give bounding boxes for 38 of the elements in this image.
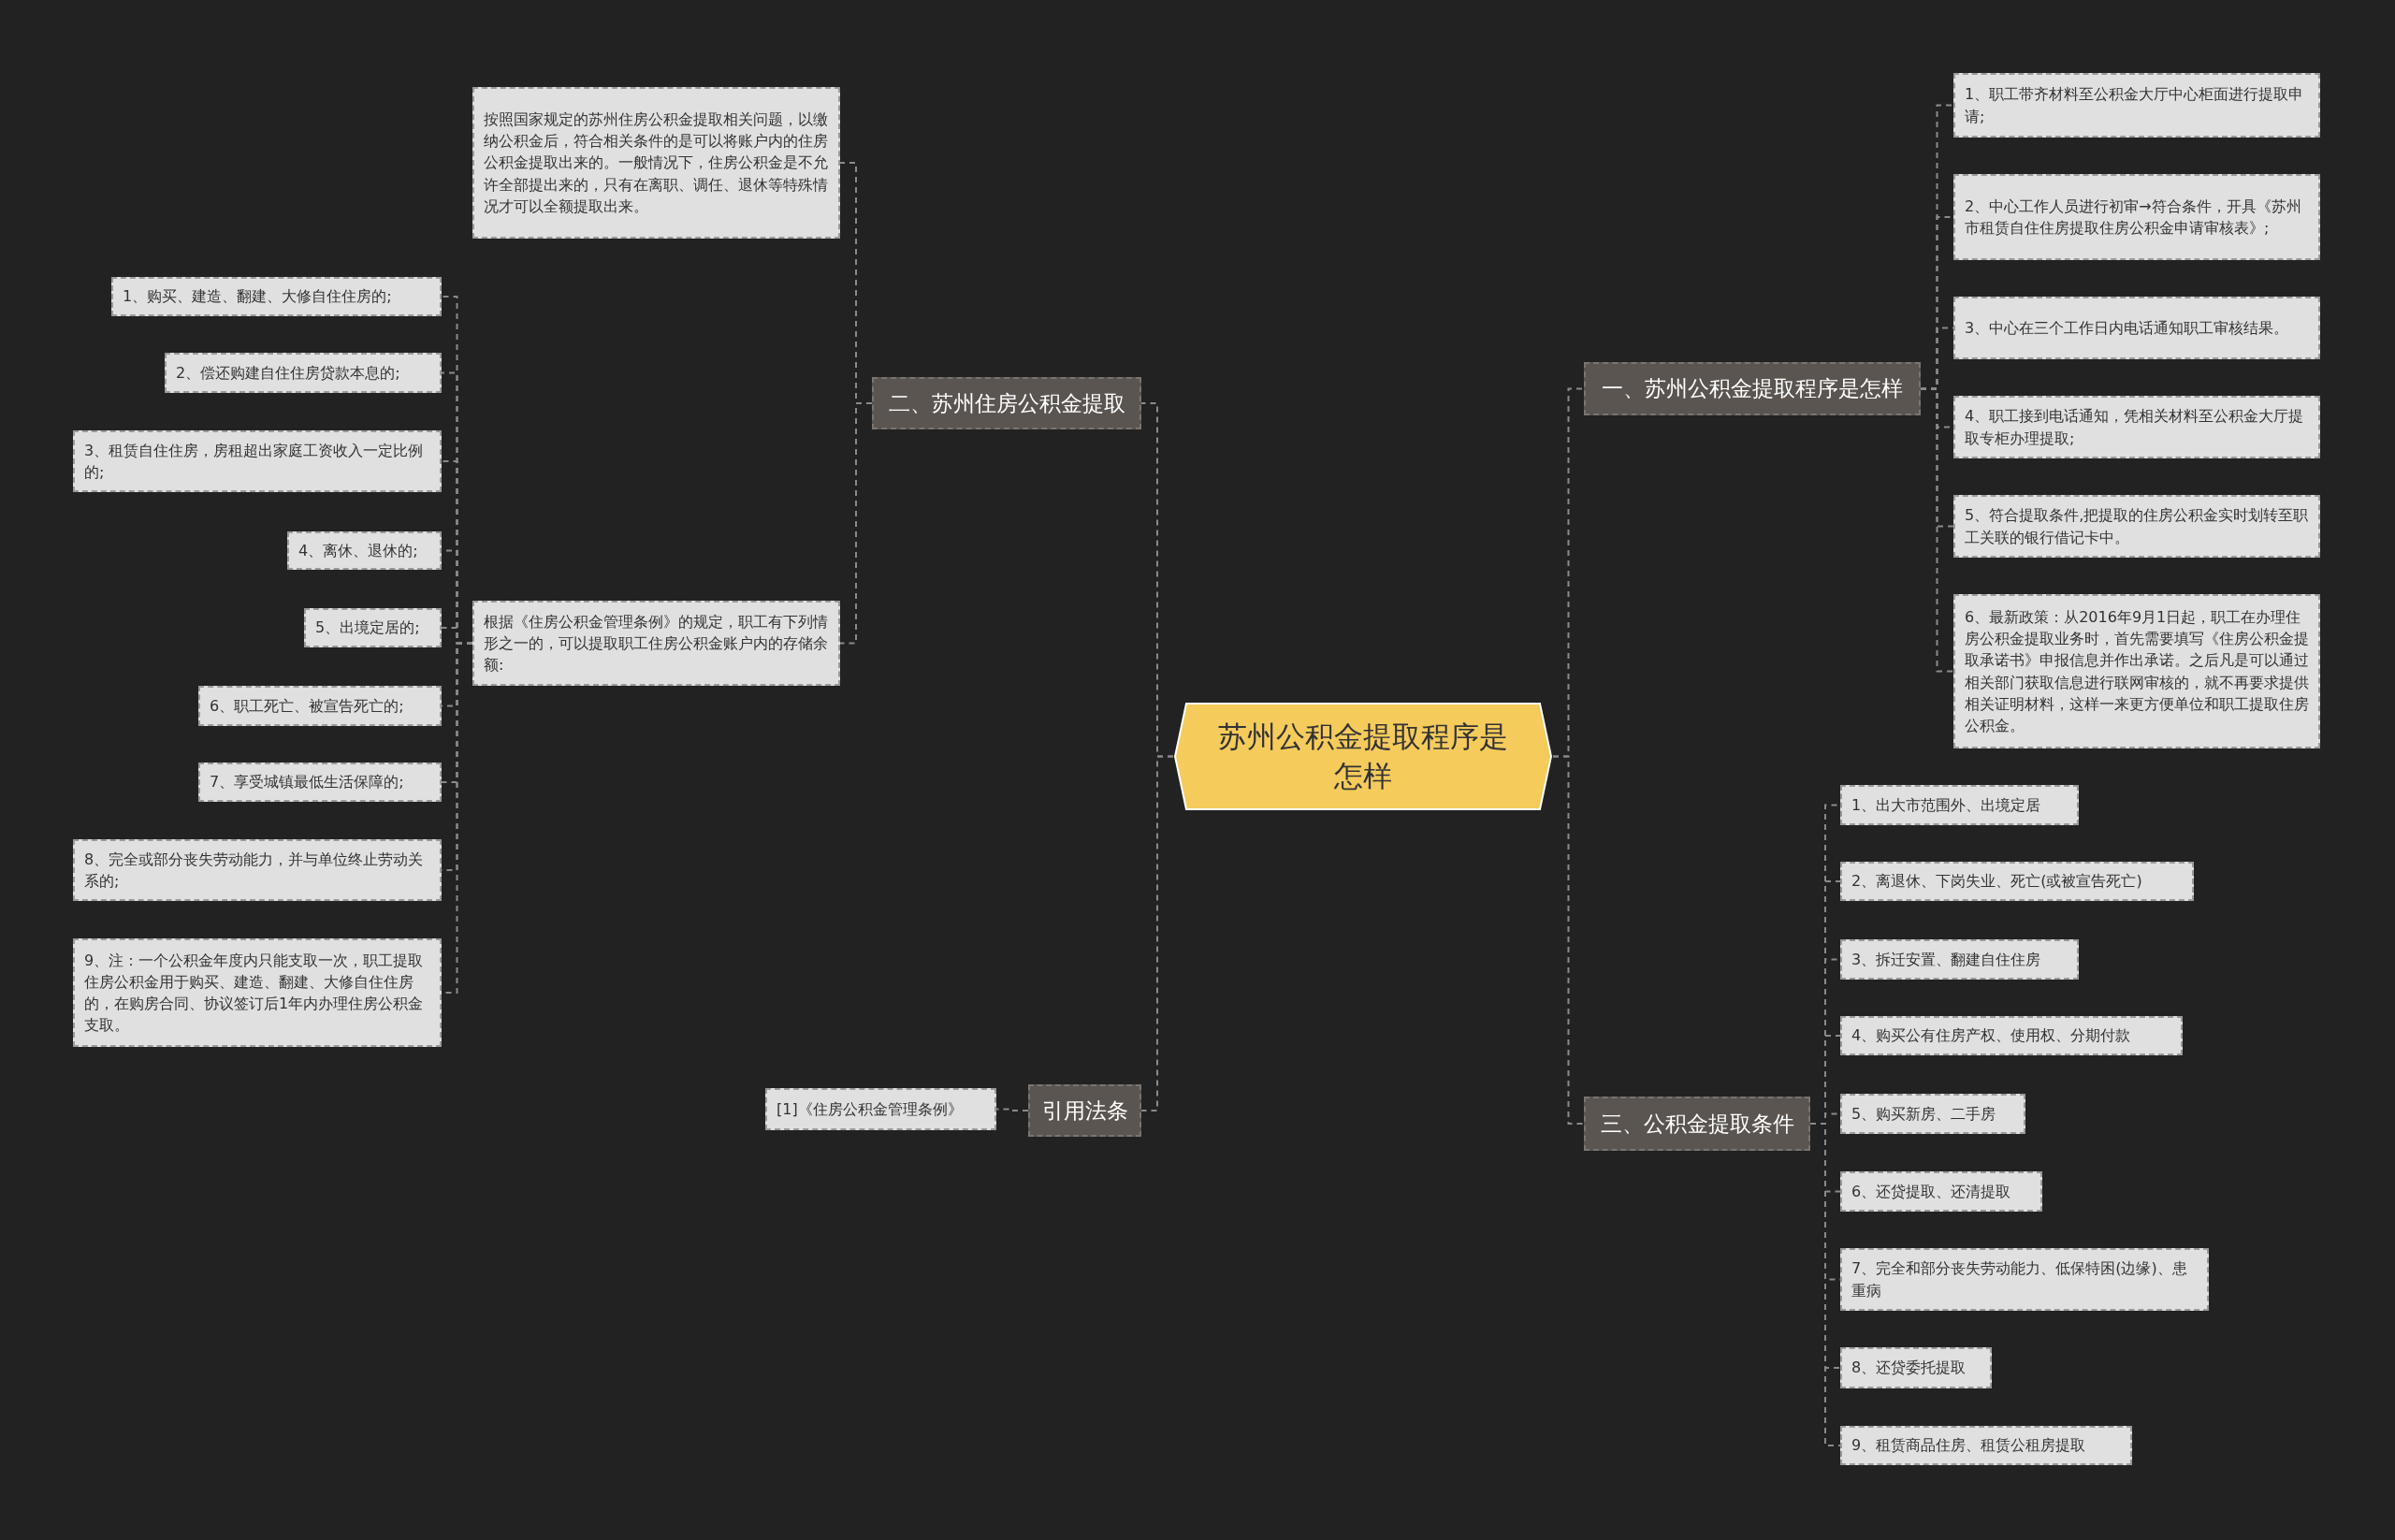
note-box: 8、还贷委托提取 <box>1840 1347 1992 1388</box>
note-box: 根据《住房公积金管理条例》的规定，职工有下列情形之一的，可以提取职工住房公积金账户内的存储余额: <box>472 601 840 686</box>
note-box: [1]《住房公积金管理条例》 <box>765 1088 996 1130</box>
note-box: 1、购买、建造、翻建、大修自住住房的; <box>111 277 442 316</box>
note-box: 5、出境定居的; <box>304 608 442 647</box>
note-box: 6、还贷提取、还清提取 <box>1840 1171 2042 1212</box>
note-box: 3、租赁自住住房，房租超出家庭工资收入一定比例的; <box>73 430 442 492</box>
note-box: 6、最新政策：从2016年9月1日起，职工在办理住房公积金提取业务时，首先需要填写《住房公积金提取承诺书》申报信息并作出承诺。之后凡是可以通过相关部门获取信息进行联网审核的，就不再要求提供相关证明材料，这样一来更方便单位和职工提取住房公积金。 <box>1953 594 2320 748</box>
note-box: 4、购买公有住房产权、使用权、分期付款 <box>1840 1016 2183 1055</box>
note-box: 6、职工死亡、被宣告死亡的; <box>198 686 442 726</box>
note-box: 8、完全或部分丧失劳动能力，并与单位终止劳动关系的; <box>73 839 442 901</box>
note-box: 5、购买新房、二手房 <box>1840 1094 2025 1134</box>
connector-line <box>1552 755 1585 1125</box>
note-box: 9、租赁商品住房、租赁公租房提取 <box>1840 1426 2132 1465</box>
central-topic-box: 苏州公积金提取程序是怎样 <box>1173 702 1553 811</box>
branch-topic-box: 一、苏州公积金提取程序是怎样 <box>1584 362 1921 415</box>
note-box: 1、出大市范围外、出境定居 <box>1840 785 2079 825</box>
note-box: 3、中心在三个工作日内电话通知职工审核结果。 <box>1953 297 2320 359</box>
note-box: 9、注：一个公积金年度内只能支取一次，职工提取住房公积金用于购买、建造、翻建、大修自住住房的，在购房合同、协议签订后1年内办理住房公积金支取。 <box>73 938 442 1047</box>
branch-topic-box: 二、苏州住房公积金提取 <box>872 377 1141 429</box>
branch-topic-box: 引用法条 <box>1028 1084 1141 1137</box>
note-box: 7、享受城镇最低生活保障的; <box>198 763 442 802</box>
connector-line <box>839 402 873 645</box>
connector-line <box>1140 755 1174 1111</box>
connector-line <box>1809 1123 1841 1446</box>
branch-topic-box: 三、公积金提取条件 <box>1584 1097 1810 1151</box>
note-box: 5、符合提取条件,把提取的住房公积金实时划转至职工关联的银行借记卡中。 <box>1953 495 2320 558</box>
connector-line <box>995 1108 1029 1111</box>
note-box: 4、职工接到电话通知，凭相关材料至公积金大厅提取专柜办理提取; <box>1953 396 2320 458</box>
note-box: 2、偿还购建自住住房贷款本息的; <box>165 353 442 393</box>
note-box: 2、离退休、下岗失业、死亡(或被宣告死亡) <box>1840 862 2194 901</box>
note-box: 1、职工带齐材料至公积金大厅中心柜面进行提取申请; <box>1953 73 2320 138</box>
note-box: 2、中心工作人员进行初审→符合条件，开具《苏州市租赁自住住房提取住房公积金申请审核表》; <box>1953 174 2320 260</box>
note-box: 4、离休、退休的; <box>287 531 442 570</box>
note-box: 3、拆迁安置、翻建自住住房 <box>1840 939 2079 980</box>
note-box: 7、完全和部分丧失劳动能力、低保特困(边缘)、患重病 <box>1840 1248 2209 1311</box>
note-box: 按照国家规定的苏州住房公积金提取相关问题，以缴纳公积金后，符合相关条件的是可以将账户内的住房公积金提取出来的。一般情况下，住房公积金是不允许全部提出来的，只有在离职、调任、退休等特殊情况才可以全额提取出来。 <box>472 87 840 239</box>
connector-line <box>1920 387 1954 673</box>
